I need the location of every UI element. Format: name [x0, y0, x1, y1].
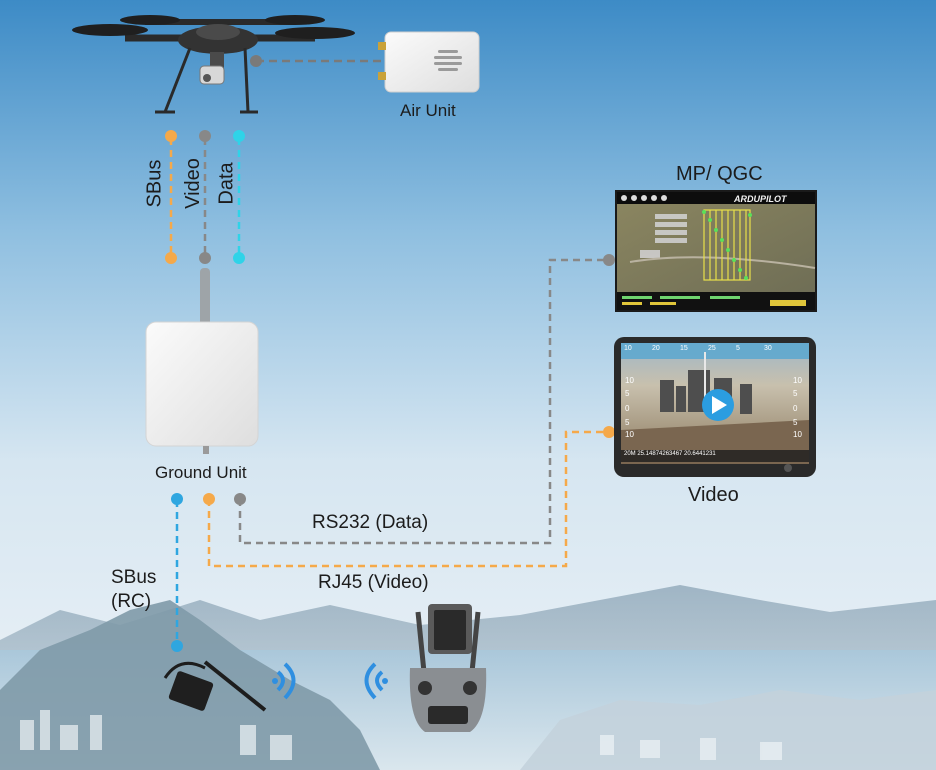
ground-links	[171, 254, 615, 652]
sbus-rc-label-line2: (RC)	[111, 591, 152, 612]
rs232-label: RS232 (Data)	[312, 512, 429, 533]
antenna-icon	[200, 268, 210, 328]
drone-sbus-label: SBus	[143, 159, 166, 208]
hud-right-scale-2: 0	[793, 404, 798, 413]
drone-data-label: Data	[215, 162, 238, 205]
video-node-top	[199, 130, 211, 142]
gcs-screen: ARDUPILOT	[615, 190, 817, 312]
ardupilot-logo: ARDUPILOT	[733, 194, 788, 204]
video-screen-label: Video	[688, 484, 739, 506]
hud-left-scale-2: 0	[625, 404, 630, 413]
hud-status-text: 20M 25.14874263467 20.6441231	[624, 451, 716, 457]
air-unit-label: Air Unit	[400, 101, 456, 120]
drone-video-label: Video	[181, 158, 204, 209]
sbus-node-bottom	[165, 252, 177, 264]
hud-right-scale-1: 5	[793, 389, 798, 398]
rs232-data-link	[238, 258, 609, 545]
hud-top-4: 5	[736, 345, 740, 352]
city-buildings	[20, 710, 782, 760]
hud-left-scale-3: 5	[625, 418, 630, 427]
hud-left-scale-1: 5	[625, 389, 630, 398]
data-node-top	[233, 130, 245, 142]
mp-qgc-label: MP/ QGC	[676, 163, 763, 185]
data-node-bottom	[233, 252, 245, 264]
video-tablet	[614, 337, 816, 477]
remote-controller-icon	[409, 604, 487, 732]
rc-node-top	[171, 493, 183, 505]
drone-links	[165, 130, 245, 264]
rj45-label: RJ45 (Video)	[318, 572, 429, 593]
rc-receiver-icon	[163, 660, 267, 712]
hud-top-1: 20	[652, 345, 660, 352]
drone-icon	[72, 15, 355, 114]
ground-unit-icon	[145, 268, 259, 454]
wireless-signal-icon-2	[364, 662, 388, 700]
link-node	[250, 55, 262, 67]
coastline-right	[520, 690, 936, 770]
video-node-bottom	[199, 252, 211, 264]
ground-unit-label: Ground Unit	[155, 463, 247, 482]
sbus-node-top	[165, 130, 177, 142]
hud-right-scale-4: 10	[793, 430, 802, 439]
hud-top-0: 10	[624, 345, 632, 352]
rs232-node-end	[603, 254, 615, 266]
rc-node-bottom	[171, 640, 183, 652]
rj45-node-start	[203, 493, 215, 505]
hud-right-scale-3: 5	[793, 418, 798, 427]
hud-top-3: 25	[708, 345, 716, 352]
hud-right-scale-0: 10	[793, 376, 802, 385]
rj45-node-end	[603, 426, 615, 438]
sbus-rc-label-line1: SBus	[111, 567, 157, 588]
hud-left-scale-4: 10	[625, 430, 634, 439]
rs232-node-start	[234, 493, 246, 505]
rj45-video-link	[207, 430, 609, 568]
hud-top-2: 15	[680, 345, 688, 352]
sbus-rc-label: SBus (RC)	[111, 566, 191, 614]
wireless-signal-icon	[272, 662, 296, 700]
hud-top-5: 30	[764, 345, 772, 352]
hud-left-scale-0: 10	[625, 376, 634, 385]
air-unit-icon	[378, 31, 480, 93]
